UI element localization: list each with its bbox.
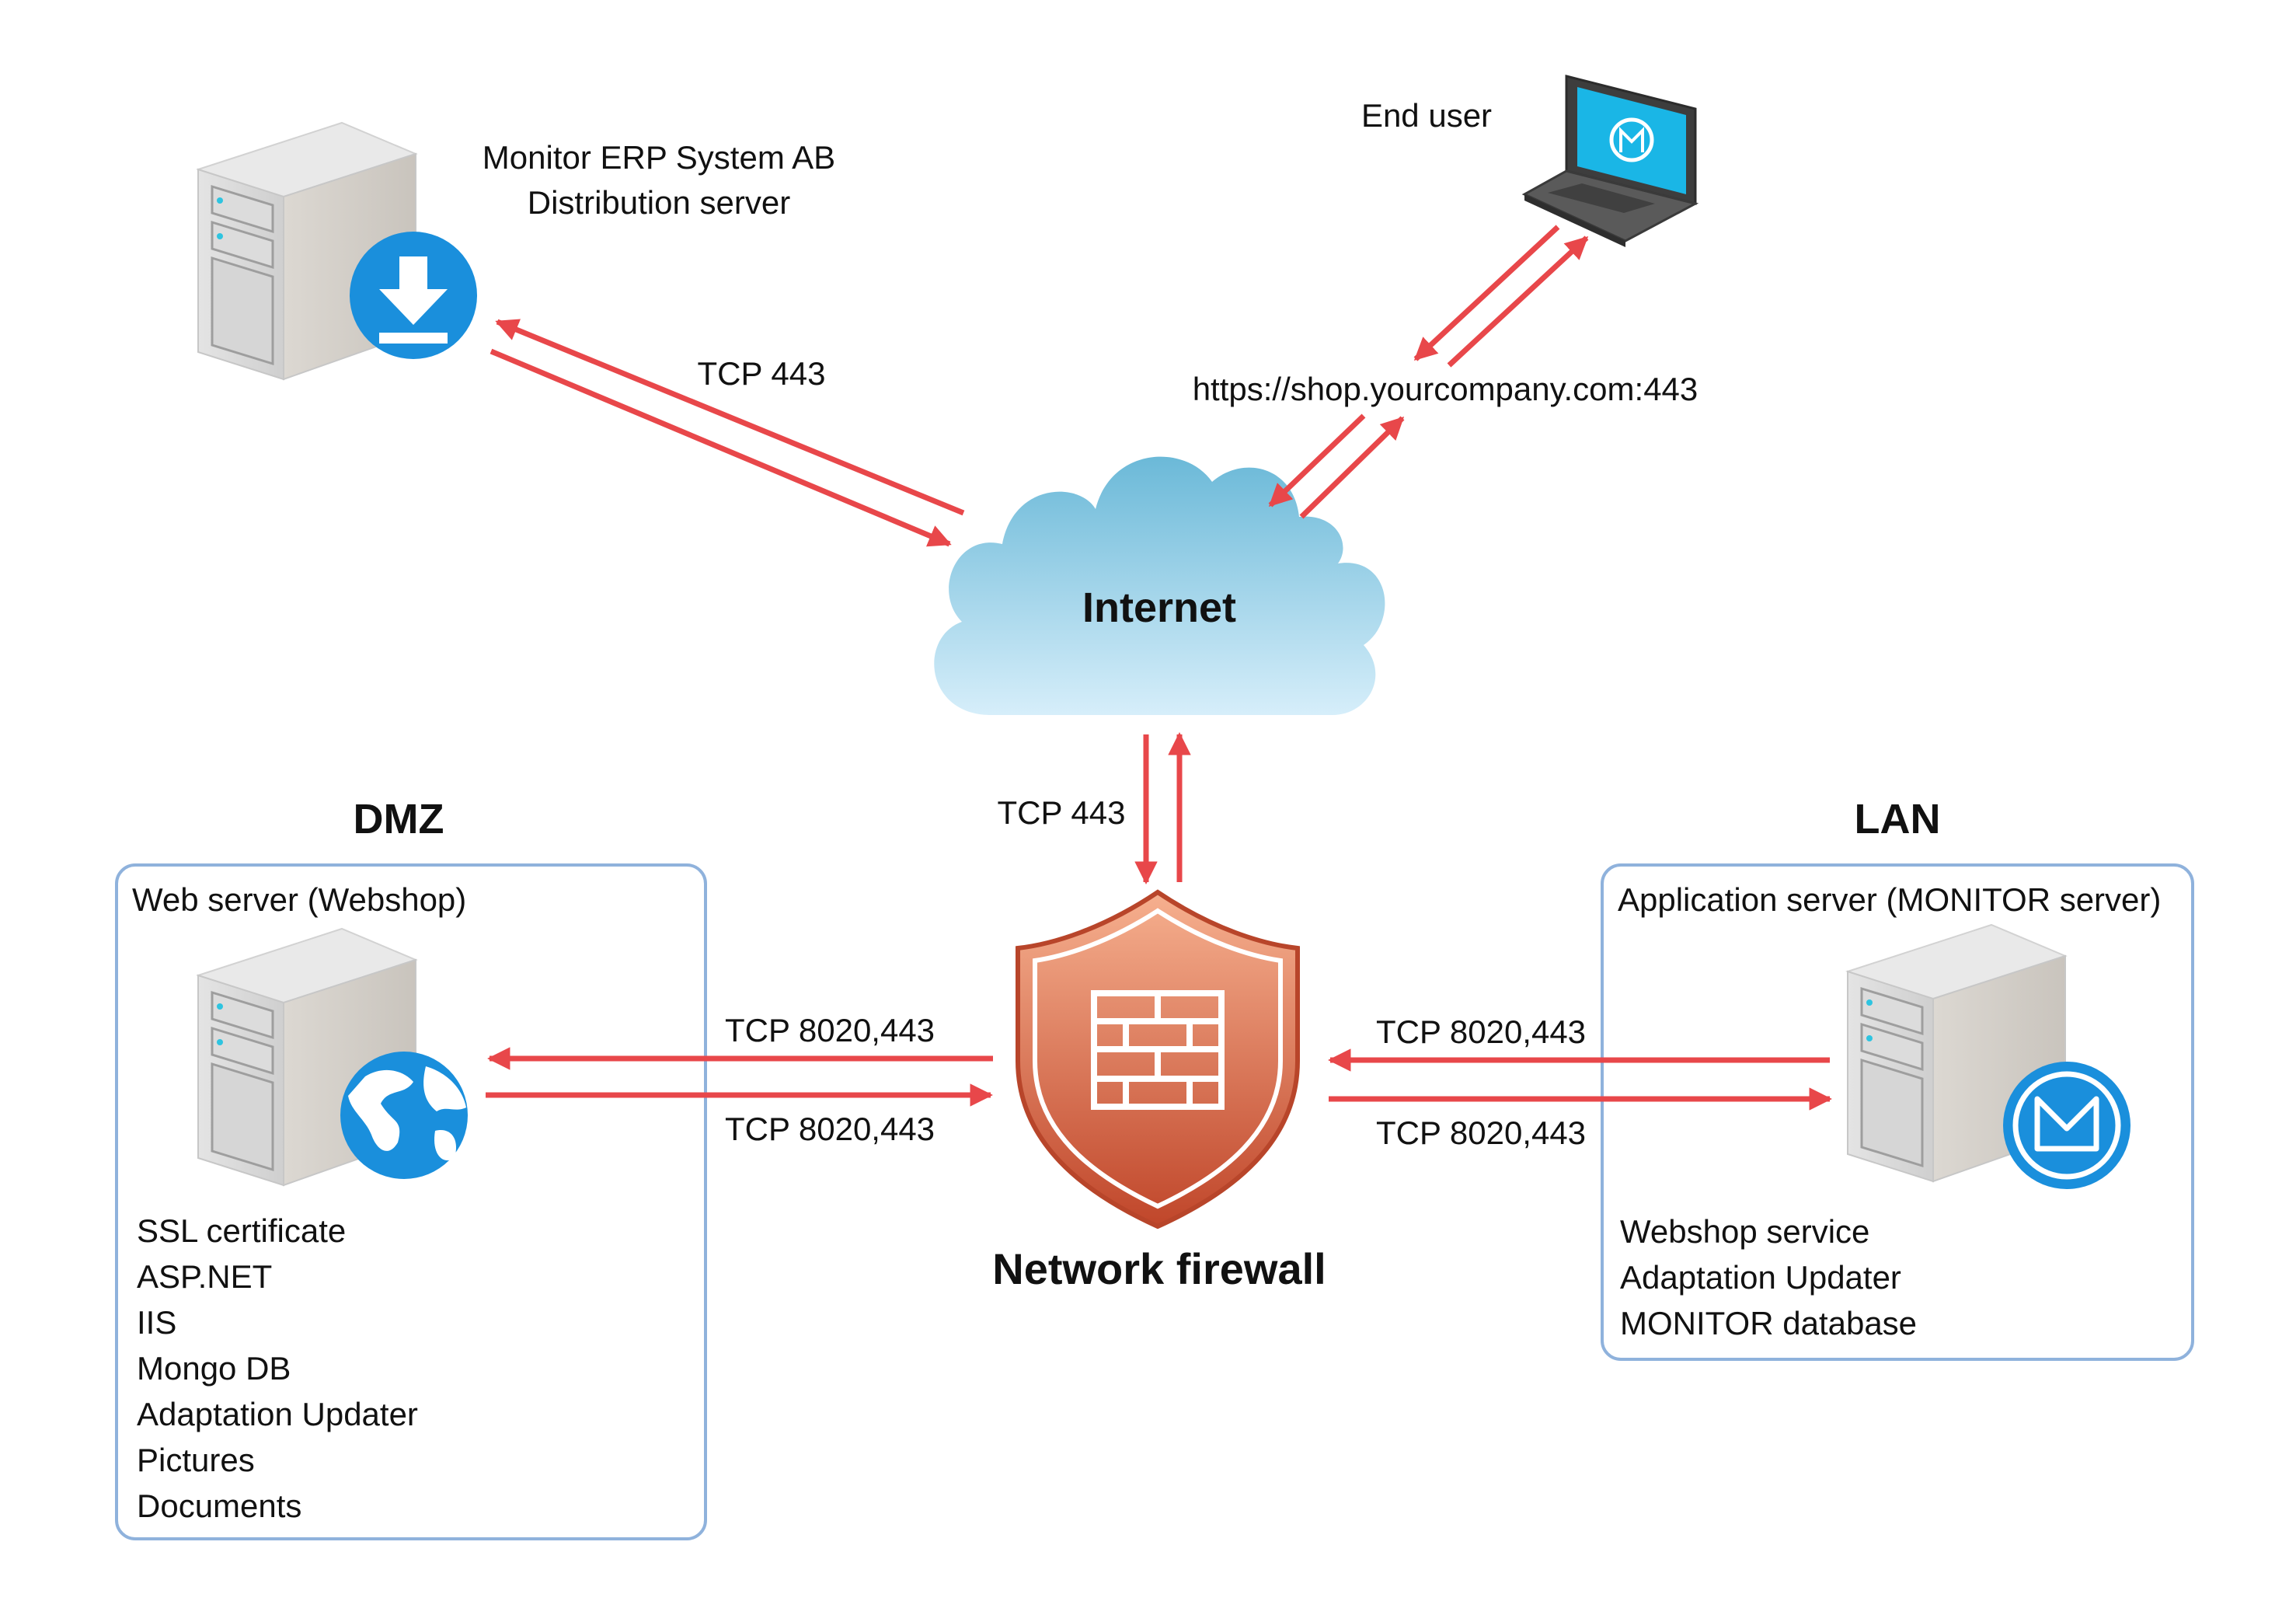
dmz-zone: DMZ Web server (Webshop) SSL certificate… (115, 796, 707, 1540)
app-server-label: Application server (MONITOR server) (1618, 881, 2161, 918)
arrow (1413, 225, 1560, 361)
firewall-label: Network firewall (992, 1244, 1326, 1293)
download-icon (350, 232, 477, 359)
connection-internet-firewall: TCP 443 (998, 732, 1191, 884)
brick-wall-icon (1091, 990, 1225, 1110)
arrow (495, 319, 965, 516)
connection-distribution-internet: TCP 443 (490, 319, 965, 547)
network-firewall: Network firewall (992, 889, 1326, 1293)
dmz-component: ASP.NET (137, 1258, 272, 1295)
arrow (1299, 416, 1405, 519)
lan-link-out-label: TCP 8020,443 (1376, 1114, 1586, 1151)
distribution-server-name: Monitor ERP System AB (483, 139, 835, 176)
lan-title: LAN (1855, 796, 1941, 842)
lan-zone: LAN Application server (MONITOR server) … (1601, 796, 2194, 1361)
dmz-component: SSL certificate (137, 1212, 346, 1249)
end-user-url: https://shop.yourcompany.com:443 (1193, 371, 1698, 407)
dmz-title: DMZ (354, 796, 444, 842)
arrow (490, 348, 952, 547)
dmz-border (115, 863, 707, 1540)
dmz-component: Adaptation Updater (137, 1396, 418, 1432)
globe-icon (340, 1052, 468, 1179)
monitor-logo-icon (1609, 117, 1654, 162)
dmz-component: Pictures (137, 1442, 255, 1478)
distribution-server-role: Distribution server (528, 184, 790, 221)
lan-border (1601, 863, 2194, 1361)
connection-firewall-dmz: TCP 8020,443 TCP 8020,443 (486, 1012, 993, 1147)
lan-component: MONITOR database (1620, 1305, 1917, 1341)
end-user-label: End user (1361, 97, 1492, 134)
dmz-link-out-label: TCP 8020,443 (725, 1111, 935, 1147)
lan-component: Adaptation Updater (1620, 1259, 1901, 1296)
lan-link-in-label: TCP 8020,443 (1376, 1013, 1586, 1050)
arrow (1268, 413, 1366, 508)
dmz-component: Mongo DB (137, 1350, 291, 1387)
lan-component: Webshop service (1620, 1213, 1869, 1250)
distribution-server: Monitor ERP System AB Distribution serve… (197, 121, 835, 381)
dmz-link-in-label: TCP 8020,443 (725, 1012, 935, 1048)
internet-cloud: Internet (934, 456, 1385, 715)
internet-label: Internet (1082, 584, 1236, 631)
dmz-component: IIS (137, 1304, 176, 1341)
firewall-link-label: TCP 443 (998, 794, 1126, 831)
end-user-laptop: End user (1361, 75, 1699, 247)
connection-enduser-internet: https://shop.yourcompany.com:443 (1193, 225, 1698, 519)
distribution-link-label: TCP 443 (698, 355, 826, 392)
monitor-logo-icon (2003, 1062, 2131, 1189)
arrow (1447, 235, 1589, 368)
web-server-label: Web server (Webshop) (132, 881, 466, 918)
connection-firewall-lan: TCP 8020,443 TCP 8020,443 (1328, 1013, 1832, 1151)
dmz-component: Documents (137, 1488, 301, 1524)
